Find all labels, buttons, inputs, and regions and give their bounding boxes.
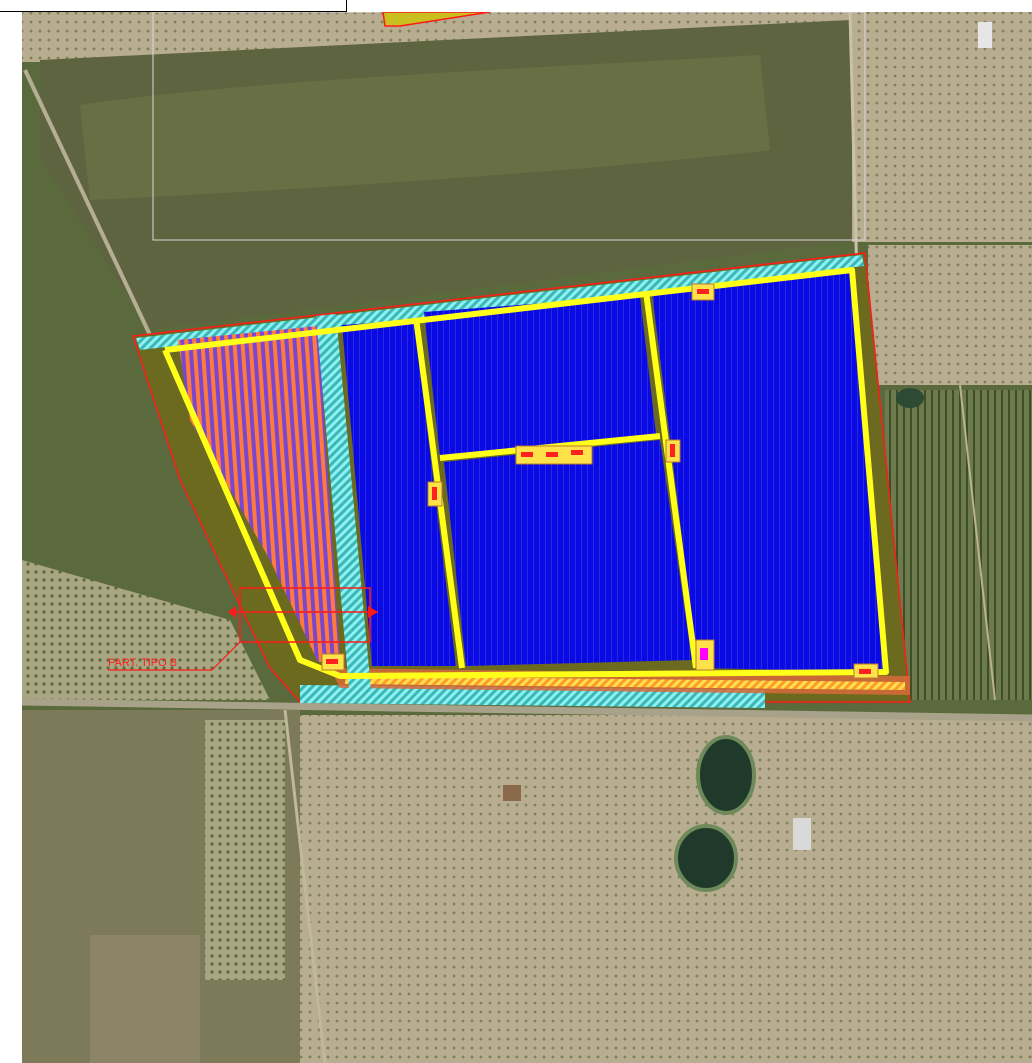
orchard-northeast [852, 12, 1032, 242]
track-east [959, 384, 996, 701]
array-block-west[interactable] [178, 326, 340, 662]
building-south [793, 818, 811, 850]
section-arrow-left-icon [228, 606, 236, 618]
cabin-west[interactable] [427, 481, 443, 507]
pv-block-1[interactable] [342, 320, 456, 666]
orchard-southwest-strip [205, 720, 285, 980]
leader-line [211, 641, 241, 671]
field-north-patch [80, 55, 770, 200]
cabin-north[interactable] [691, 283, 715, 301]
building-farm [503, 785, 521, 801]
road-northwest [23, 69, 152, 336]
section-callout[interactable]: PART. TIPO B [108, 587, 378, 671]
adjacent-site-fragment [382, 12, 491, 27]
cabin-south-center[interactable] [695, 639, 715, 671]
field-bare-southwest [90, 935, 200, 1063]
title-block-corner [0, 0, 347, 12]
sheet-margin [0, 12, 22, 1063]
cable-corridor [316, 314, 372, 700]
aerial-map[interactable]: PART. TIPO B [22, 12, 1032, 1063]
pond-lower [674, 824, 738, 892]
building-northeast [978, 22, 992, 48]
internal-road-b [643, 291, 699, 669]
cabin-southeast[interactable] [853, 663, 879, 679]
cabin-row-middle[interactable] [515, 445, 593, 465]
cabin-southwest[interactable] [321, 653, 345, 671]
pv-block-4[interactable] [652, 272, 886, 672]
water-tank [896, 388, 924, 408]
orchard-south [300, 715, 1032, 1063]
pond-upper [696, 735, 756, 815]
pv-block-3[interactable] [444, 440, 692, 666]
callout-label: PART. TIPO B [108, 657, 177, 669]
orchard-west [22, 560, 270, 700]
main-road [22, 698, 1032, 722]
road-south [283, 709, 327, 1063]
site-plan-svg[interactable]: PART. TIPO B [22, 12, 1032, 1063]
strip-south-hatched [345, 676, 905, 690]
viewport-outline [152, 12, 866, 241]
orchard-east [868, 245, 1032, 385]
internal-road-perimeter [162, 267, 889, 679]
pv-block-2[interactable] [424, 296, 656, 456]
section-arrow-icon [368, 606, 378, 618]
vineyard-east [885, 390, 1032, 700]
cabin-east[interactable] [665, 439, 681, 463]
